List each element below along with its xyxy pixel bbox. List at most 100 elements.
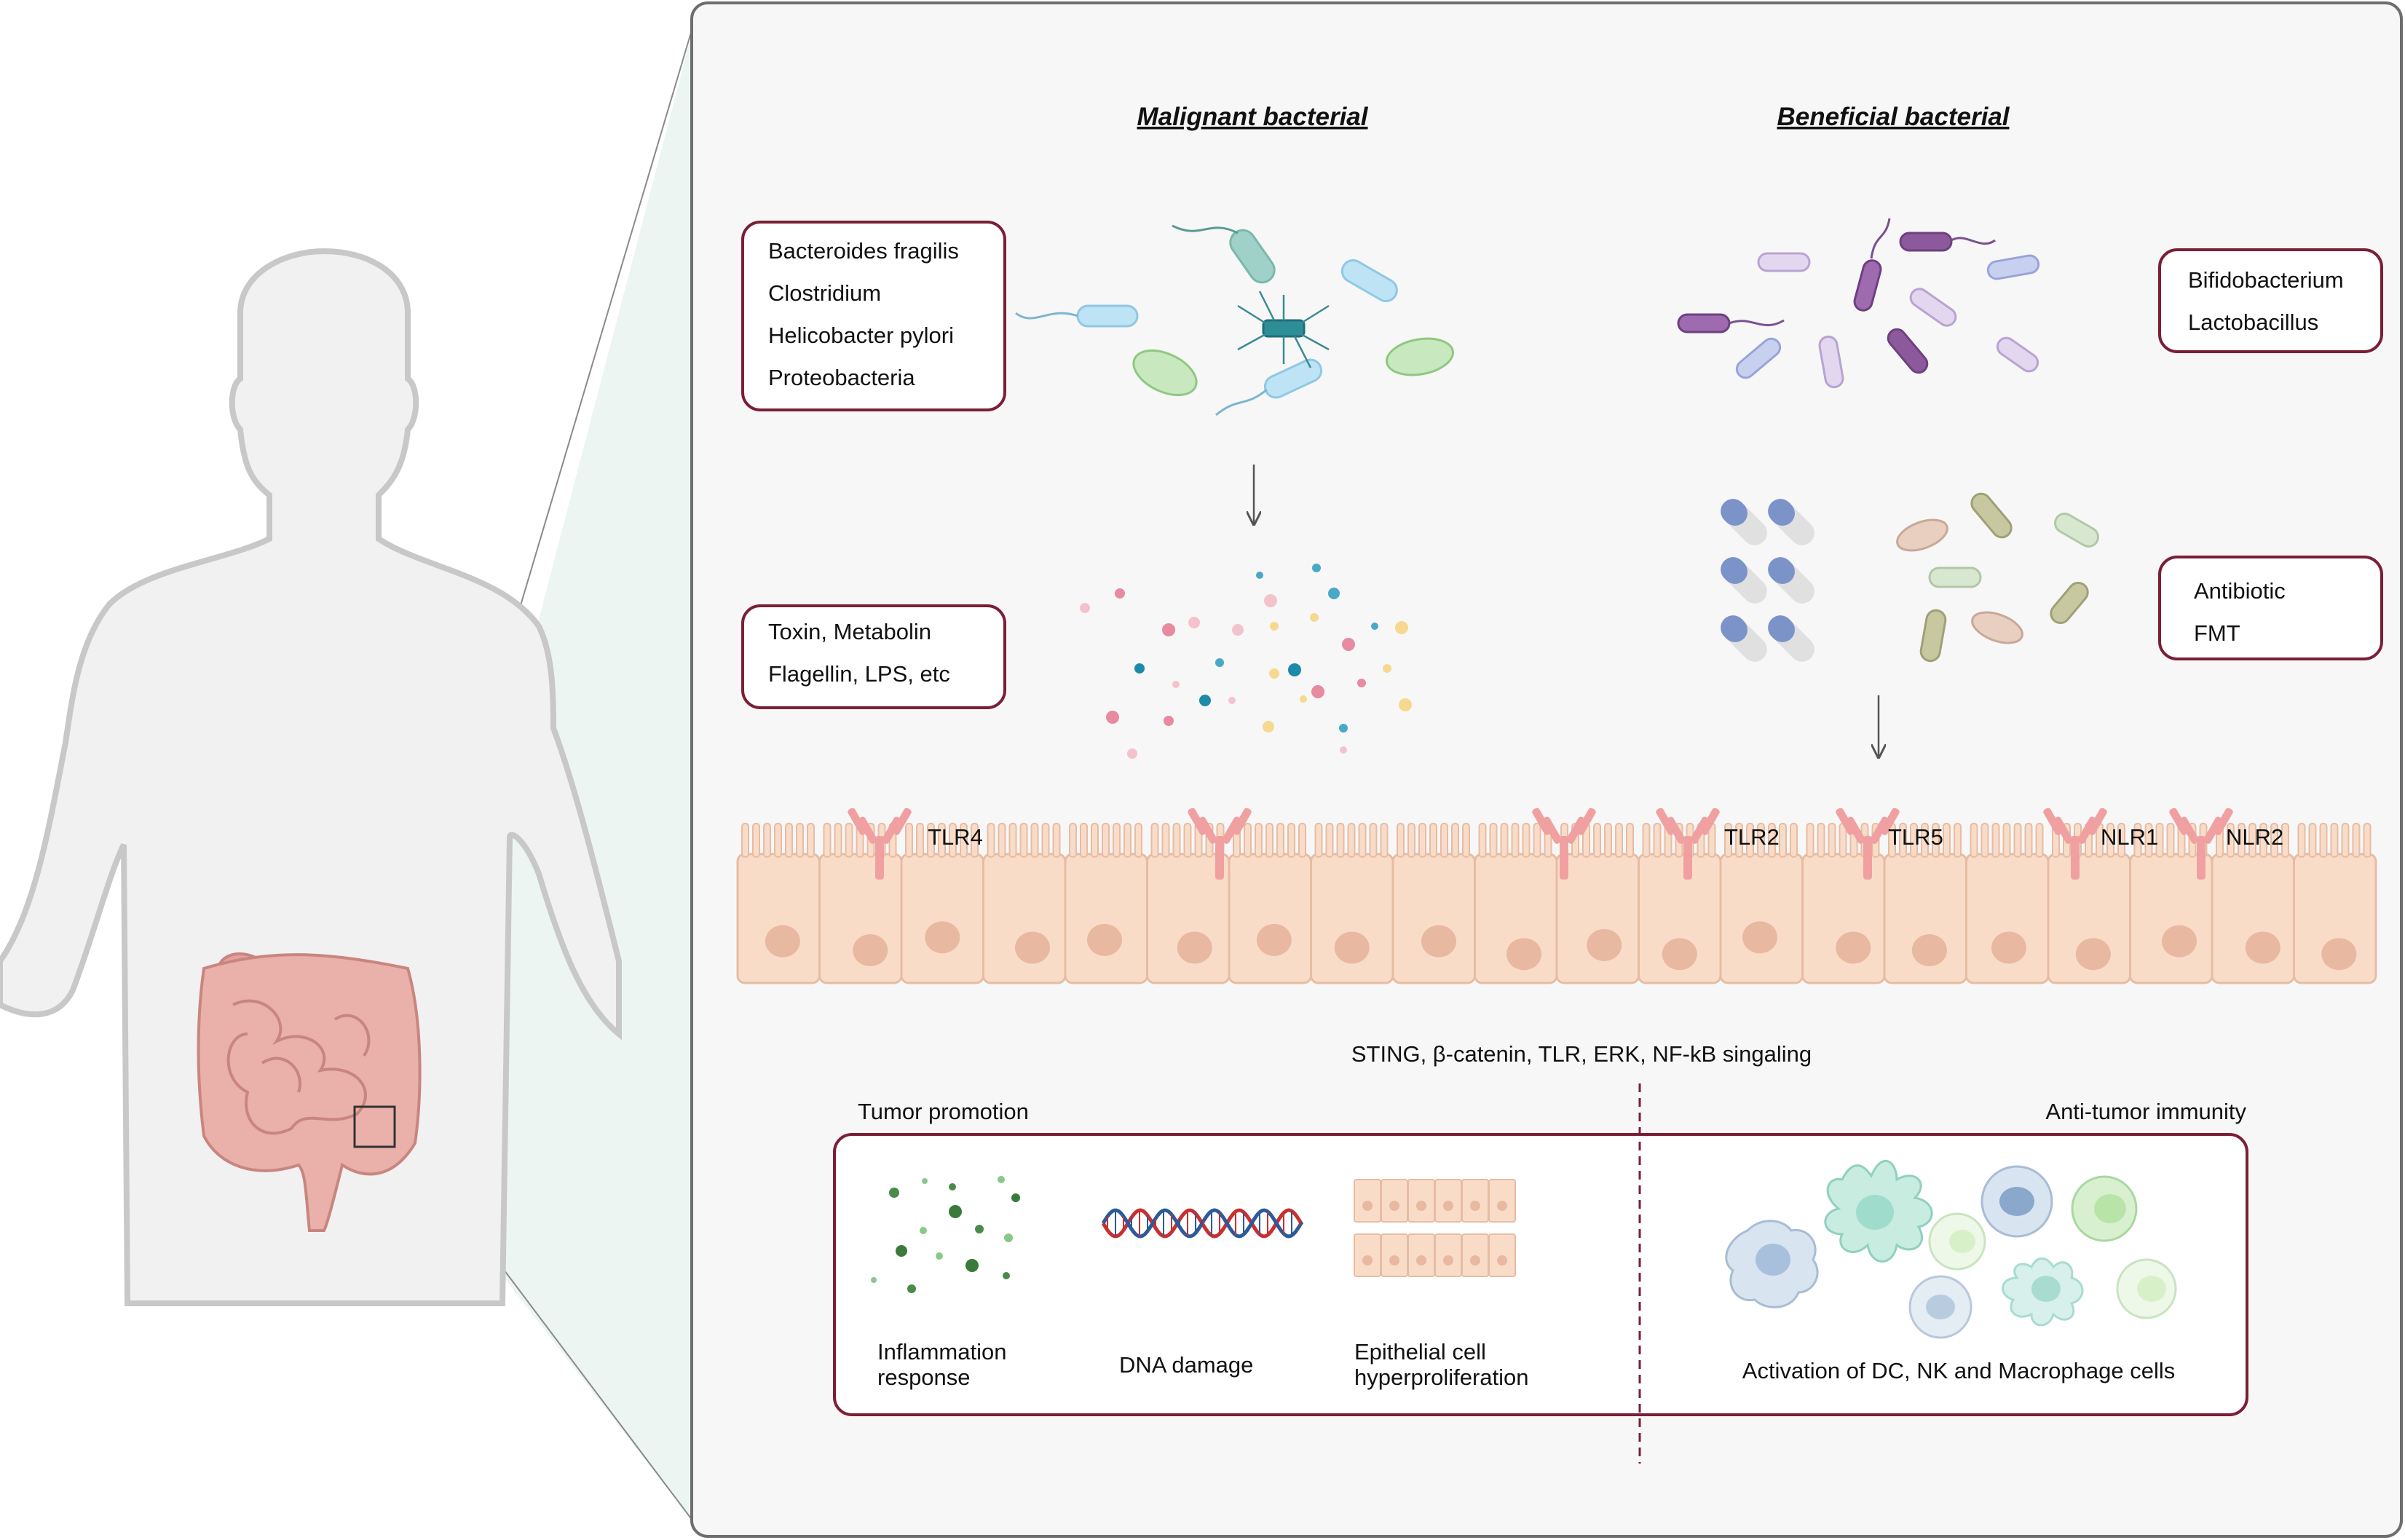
microvillus xyxy=(1735,823,1743,858)
microvillus xyxy=(2248,823,2256,858)
beneficial-species-box: Bifidobacterium Lactobacillus xyxy=(2158,248,2383,353)
immune-activation-label: Activation of DC, NK and Macrophage cell… xyxy=(1742,1358,2175,1383)
microvillus xyxy=(1150,823,1159,858)
microvillus xyxy=(2259,823,2267,858)
microvillus xyxy=(1724,823,1732,858)
cell-nucleus xyxy=(765,925,800,957)
microvillus xyxy=(1593,823,1601,858)
cell-nucleus xyxy=(925,921,960,954)
epithelial-cell xyxy=(1228,853,1312,984)
metabolite-dots xyxy=(1080,564,1412,759)
hyperproliferation-label: hyperproliferation xyxy=(1354,1365,1529,1390)
mini-nucleus xyxy=(1416,1201,1426,1211)
microvillus xyxy=(1429,823,1437,858)
receptor-icon xyxy=(1188,807,1252,880)
cell-nucleus xyxy=(1256,923,1292,956)
malignant-species-box: Bacteroides fragilis Clostridium Helicob… xyxy=(741,221,1006,411)
microvillus xyxy=(823,823,832,858)
microvillus xyxy=(1123,823,1132,858)
cell-nucleus xyxy=(1506,938,1541,971)
microvillus xyxy=(752,823,760,858)
microvillus xyxy=(1653,823,1662,858)
microvillus xyxy=(1407,823,1415,858)
microvillus xyxy=(763,823,771,858)
mini-nucleus xyxy=(1497,1255,1507,1265)
receptor-icon xyxy=(2169,807,2233,880)
malignant-bacteria-illustration xyxy=(1015,224,1454,416)
microvillus xyxy=(1500,823,1509,858)
epithelial-cell xyxy=(1801,853,1886,984)
species-label: Helicobacter pylori xyxy=(768,323,954,348)
receptor-label-tlr4: TLR4 xyxy=(928,824,983,850)
dna-damage-label: DNA damage xyxy=(1119,1352,1253,1378)
microvillus xyxy=(1287,823,1295,858)
microvillus xyxy=(1325,823,1334,858)
microvillus xyxy=(1478,823,1487,858)
immune-cells-illustration xyxy=(1725,1159,2177,1339)
intervention-label: FMT xyxy=(2194,620,2240,646)
body-silhouette xyxy=(0,5,700,1530)
microvillus xyxy=(1276,823,1284,858)
microvillus xyxy=(1255,823,1263,858)
microvillus xyxy=(1052,823,1061,858)
cell-nucleus xyxy=(1587,928,1622,961)
microvillus xyxy=(1642,823,1651,858)
cell-nucleus xyxy=(1742,921,1777,954)
microvillus xyxy=(1626,823,1634,858)
microvillus xyxy=(1943,823,1951,858)
microvillus xyxy=(1336,823,1345,858)
species-label: Bifidobacterium xyxy=(2188,267,2344,293)
microvillus xyxy=(774,823,782,858)
species-label: Proteobacteria xyxy=(768,365,915,390)
microvillus xyxy=(1134,823,1142,858)
species-label: Clostridium xyxy=(768,280,881,306)
microvillus xyxy=(2270,823,2278,858)
receptor-icon xyxy=(1836,807,1900,880)
mini-nucleus xyxy=(1443,1201,1453,1211)
microvillus xyxy=(1030,823,1039,858)
microvillus xyxy=(1069,823,1077,858)
microvillus xyxy=(2297,823,2306,858)
microvillus xyxy=(1298,823,1306,858)
cell-nucleus xyxy=(853,934,888,967)
receptor-label-tlr5: TLR5 xyxy=(1888,824,1943,850)
inflammation-dots xyxy=(871,1176,1020,1293)
microvillus xyxy=(2352,823,2361,858)
cell-nucleus xyxy=(1177,931,1212,964)
intervention-label: Antibiotic xyxy=(2194,578,2286,604)
microvillus xyxy=(1358,823,1367,858)
microvillus xyxy=(1522,823,1531,858)
epithelial-cell xyxy=(1391,853,1476,984)
epithelial-cell xyxy=(982,853,1067,984)
receptor-label-nlr2: NLR2 xyxy=(2226,824,2283,850)
interventions-box: Antibiotic FMT xyxy=(2158,556,2383,660)
microvillus xyxy=(1954,823,1962,858)
dna-helix-illustration xyxy=(1101,1183,1304,1269)
receptor-icon xyxy=(848,807,912,880)
epithelial-cell xyxy=(2211,853,2295,984)
microvillus xyxy=(1991,823,2000,858)
microvillus xyxy=(2133,823,2142,858)
microvillus xyxy=(1511,823,1520,858)
microvillus xyxy=(807,823,815,858)
microvillus xyxy=(927,823,935,858)
microvillus xyxy=(1019,823,1028,858)
microvillus xyxy=(1746,823,1754,858)
receptor-icon xyxy=(2043,807,2107,880)
microvillus xyxy=(949,823,957,858)
microvillus xyxy=(1489,823,1498,858)
cell-nucleus xyxy=(2245,931,2280,964)
microvillus xyxy=(2227,823,2235,858)
microvillus xyxy=(1091,823,1099,858)
mini-nucleus xyxy=(1389,1255,1399,1265)
microvillus xyxy=(2308,823,2317,858)
microvillus xyxy=(2281,823,2289,858)
microvillus xyxy=(1008,823,1017,858)
fmt-bacteria-illustration xyxy=(1896,492,2099,663)
anti-tumor-heading: Anti-tumor immunity xyxy=(2045,1099,2246,1124)
microvillus xyxy=(1369,823,1378,858)
cell-nucleus xyxy=(1334,931,1370,964)
microvillus xyxy=(845,823,853,858)
epithelial-cell xyxy=(1064,853,1148,984)
